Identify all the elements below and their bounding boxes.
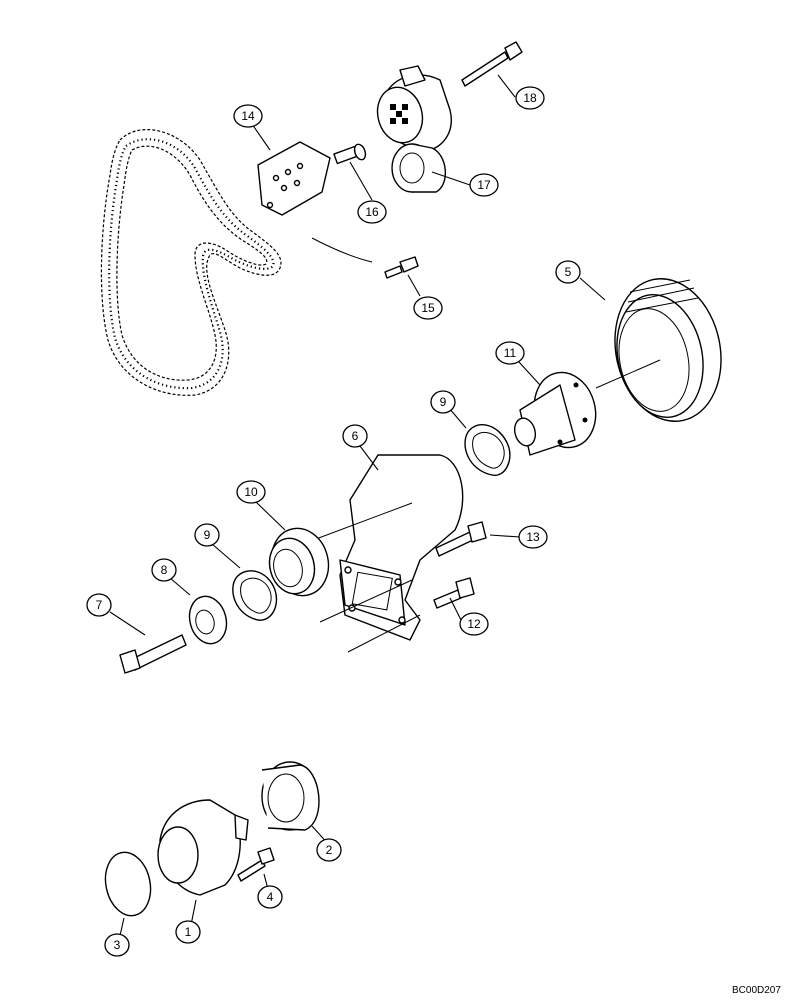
callout-9-lower: 9 — [194, 523, 220, 547]
callout-16: 16 — [357, 200, 387, 224]
callout-2: 2 — [316, 838, 342, 862]
hex-bolt — [119, 634, 187, 674]
idler-pulley — [391, 143, 446, 193]
pump-pulley — [261, 761, 320, 831]
callout-label: 12 — [467, 617, 481, 631]
callout-12: 12 — [459, 612, 489, 636]
callout-label: 3 — [114, 938, 121, 952]
crankshaft-pulley — [614, 278, 722, 422]
callout-7: 7 — [86, 593, 112, 617]
callout-label: 7 — [96, 598, 103, 612]
callout-14: 14 — [233, 104, 263, 128]
callout-label: 16 — [365, 205, 379, 219]
callout-label: 4 — [267, 890, 274, 904]
pump-housing — [339, 454, 464, 641]
callout-label: 15 — [421, 301, 435, 315]
o-ring — [104, 851, 152, 917]
snap-ring-upper — [464, 423, 511, 476]
callout-11: 11 — [495, 341, 525, 365]
callout-label: 5 — [565, 265, 572, 279]
callout-label: 17 — [477, 178, 491, 192]
callout-label: 6 — [352, 429, 359, 443]
callout-10: 10 — [236, 480, 266, 504]
pump-bolt — [237, 847, 275, 882]
callout-18: 18 — [515, 86, 545, 110]
flange-bolt — [384, 256, 419, 279]
mounting-bolt-12 — [433, 577, 475, 609]
callout-5: 5 — [555, 260, 581, 284]
callout-label: 13 — [526, 530, 540, 544]
callout-label: 9 — [204, 528, 211, 542]
idler-washer — [188, 595, 228, 645]
callout-label: 11 — [504, 346, 517, 360]
tensioner-bolt — [461, 41, 523, 87]
bracket-bolt — [333, 143, 367, 165]
callout-9-upper: 9 — [430, 390, 456, 414]
callout-label: 14 — [241, 109, 255, 123]
callout-6: 6 — [342, 424, 368, 448]
belt-tensioner — [376, 65, 452, 153]
callout-15: 15 — [413, 296, 443, 320]
callout-1: 1 — [175, 920, 201, 944]
callout-3: 3 — [104, 933, 130, 957]
serpentine-belt — [100, 129, 282, 396]
bearing — [268, 527, 330, 597]
callout-8: 8 — [151, 558, 177, 582]
callout-label: 9 — [440, 395, 447, 409]
callout-label: 2 — [326, 843, 333, 857]
callout-label: 8 — [161, 563, 168, 577]
callout-13: 13 — [518, 525, 548, 549]
callout-17: 17 — [469, 173, 499, 197]
drawing-id: BC00D207 — [732, 985, 781, 996]
callout-label: 18 — [523, 91, 537, 105]
callout-label: 1 — [185, 925, 192, 939]
callout-4: 4 — [257, 885, 283, 909]
pulley-hub — [513, 371, 597, 456]
tensioner-bracket — [257, 141, 331, 216]
snap-ring-lower — [232, 570, 278, 621]
mounting-bolt-13 — [435, 521, 487, 557]
water-pump — [157, 799, 249, 896]
callout-label: 10 — [244, 485, 258, 499]
